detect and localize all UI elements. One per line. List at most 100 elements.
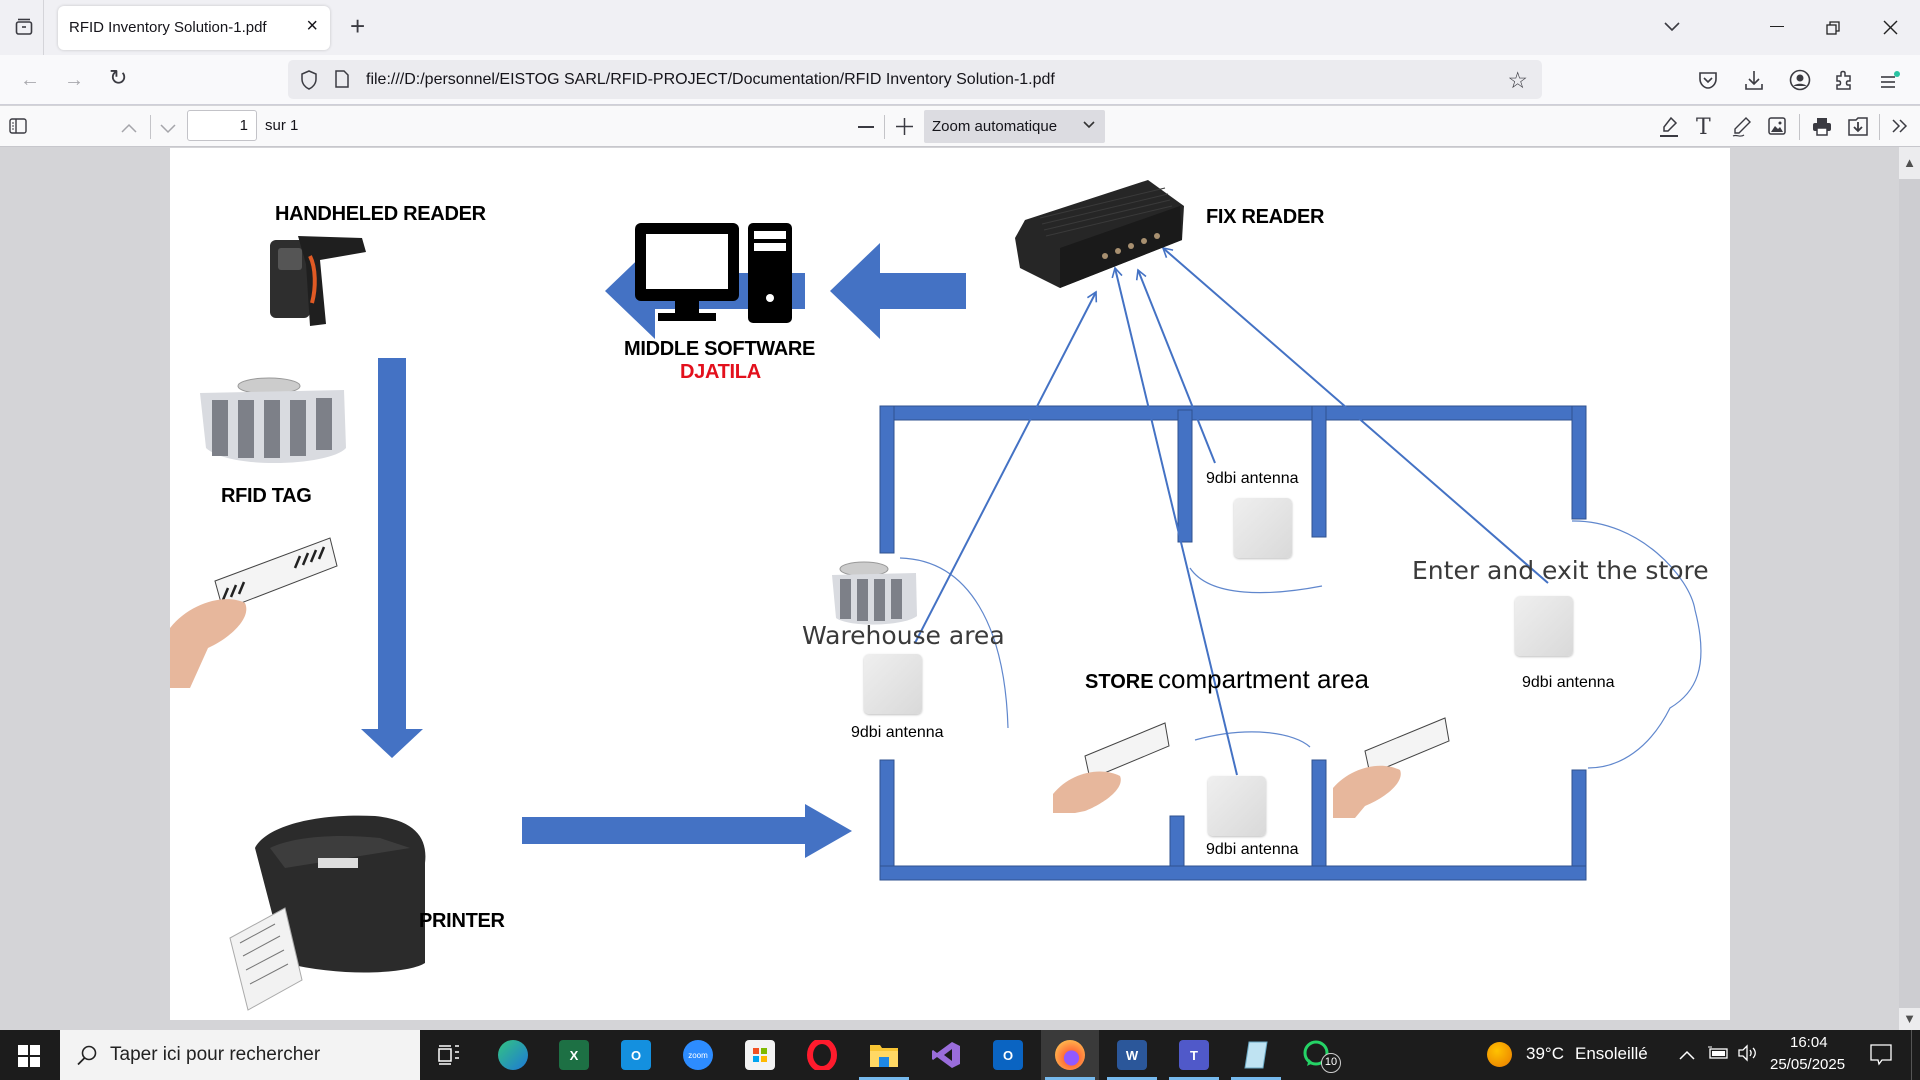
rfid-inlay-hand-image	[170, 537, 338, 688]
minimize-icon[interactable]	[1770, 26, 1784, 27]
page-number-input[interactable]: 1	[187, 110, 257, 141]
taskbar-whatsapp[interactable]: 10	[1289, 1030, 1347, 1080]
tools-menu-icon[interactable]	[1891, 118, 1909, 139]
close-window-icon[interactable]	[1883, 19, 1898, 39]
weather-sun-icon[interactable]	[1487, 1042, 1512, 1067]
extensions-icon[interactable]	[1834, 69, 1854, 96]
warehouse-rfid-roll-image	[832, 561, 917, 625]
taskbar-word[interactable]: W	[1103, 1030, 1161, 1080]
taskbar-opera[interactable]	[793, 1030, 851, 1080]
wall-bottom	[879, 865, 1587, 881]
taskbar-visual-studio[interactable]	[917, 1030, 975, 1080]
new-tab-button[interactable]: +	[350, 11, 366, 41]
vertical-scrollbar[interactable]: ▲ ▼	[1899, 147, 1920, 1030]
outlook-new-icon: O	[621, 1040, 651, 1070]
notifications-icon[interactable]	[1870, 1044, 1892, 1071]
forward-icon[interactable]: →	[64, 69, 84, 91]
label-printer: PRINTER	[419, 910, 505, 932]
windows-start-icon[interactable]	[18, 1045, 40, 1072]
text-tool-icon[interactable]: T	[1696, 115, 1711, 140]
taskbar-outlook[interactable]: O	[979, 1030, 1037, 1080]
print-icon[interactable]	[1812, 117, 1832, 141]
taskbar-search[interactable]: Taper ici pour rechercher	[60, 1030, 420, 1080]
next-page-icon[interactable]	[160, 121, 176, 139]
restore-icon[interactable]	[1826, 19, 1840, 39]
rfid-tag-roll-image	[200, 377, 346, 464]
label-fix-reader: FIX READER	[1206, 206, 1325, 228]
draw-icon[interactable]	[1732, 116, 1752, 143]
show-hidden-icons[interactable]	[1679, 1047, 1695, 1065]
weather-condition[interactable]: Ensoleillé	[1575, 1044, 1648, 1063]
excel-icon: X	[559, 1040, 589, 1070]
tab-active[interactable]: RFID Inventory Solution-1.pdf ×	[58, 6, 330, 50]
task-view-icon	[438, 1045, 459, 1065]
wall-right-upper	[1571, 405, 1587, 520]
pdf-toolbar: 1 sur 1 Zoom automatique T	[0, 106, 1920, 147]
show-desktop-button[interactable]	[1911, 1030, 1920, 1080]
label-store-suffix: compartment area	[1158, 664, 1369, 694]
taskbar-teams[interactable]: T	[1165, 1030, 1223, 1080]
zoom-select-value: Zoom automatique	[932, 118, 1058, 135]
coverage-arcs	[899, 520, 1702, 769]
label-store-prefix: STORE	[1085, 671, 1154, 693]
taskbar-edge[interactable]	[484, 1030, 542, 1080]
url-text[interactable]: file:///D:/personnel/EISTOG SARL/RFID-PR…	[366, 71, 1055, 88]
taskbar-file-explorer[interactable]	[855, 1030, 913, 1080]
zoom-icon: zoom	[683, 1040, 713, 1070]
sidebar-toggle-icon[interactable]	[9, 118, 27, 139]
taskbar-excel[interactable]: X	[545, 1030, 603, 1080]
taskbar-task-view[interactable]	[420, 1030, 478, 1080]
printer-image	[229, 815, 426, 1011]
taskbar-notepad[interactable]	[1227, 1030, 1285, 1080]
bookmark-star-icon[interactable]: ☆	[1507, 67, 1528, 93]
back-icon[interactable]: ←	[20, 69, 40, 91]
running-indicator	[1107, 1077, 1157, 1080]
save-icon[interactable]	[1848, 116, 1868, 141]
tab-overview-icon[interactable]	[14, 17, 34, 41]
weather-temperature[interactable]: 39°C	[1526, 1044, 1564, 1063]
zoom-in-icon[interactable]	[896, 118, 913, 140]
close-tab-icon[interactable]: ×	[306, 15, 318, 37]
clock-date[interactable]: 25/05/2025	[1770, 1056, 1846, 1073]
taskbar-store[interactable]	[731, 1030, 789, 1080]
shield-icon[interactable]	[300, 70, 318, 95]
zoom-out-icon[interactable]	[858, 126, 874, 128]
volume-icon[interactable]	[1737, 1044, 1759, 1067]
label-software-name: DJATILA	[680, 361, 761, 383]
search-icon	[76, 1044, 98, 1071]
list-all-tabs-icon[interactable]	[1663, 17, 1681, 37]
arrow-printer-to-store	[522, 804, 852, 858]
chevron-down-icon	[1083, 116, 1095, 132]
navigation-bar: ← → ↻ file:///D:/personnel/EISTOG SARL/R…	[0, 55, 1920, 105]
taskbar-zoom[interactable]: zoom	[669, 1030, 727, 1080]
address-bar[interactable]: file:///D:/personnel/EISTOG SARL/RFID-PR…	[288, 60, 1542, 99]
highlight-icon[interactable]	[1659, 116, 1679, 143]
app-menu-icon[interactable]	[1879, 71, 1901, 94]
zoom-select[interactable]: Zoom automatique	[924, 110, 1105, 143]
taskbar-outlook-new[interactable]: O	[607, 1030, 665, 1080]
signal-lines	[914, 246, 1549, 776]
tab-bar: RFID Inventory Solution-1.pdf × +	[0, 0, 1920, 55]
search-placeholder: Taper ici pour rechercher	[110, 1044, 321, 1065]
scroll-up-icon[interactable]: ▲	[1899, 147, 1920, 179]
previous-page-icon[interactable]	[121, 120, 137, 138]
whatsapp-badge: 10	[1321, 1053, 1341, 1073]
arrow-down-to-printer	[361, 358, 423, 758]
separator	[1879, 114, 1880, 140]
label-rfid-tag: RFID TAG	[221, 485, 312, 507]
battery-icon[interactable]	[1707, 1046, 1729, 1065]
taskbar: Taper ici pour rechercher X O zoom O W T…	[0, 1030, 1920, 1080]
account-icon[interactable]	[1789, 69, 1811, 96]
clock-time[interactable]: 16:04	[1790, 1034, 1828, 1051]
opera-icon	[807, 1040, 837, 1070]
reload-icon[interactable]: ↻	[109, 65, 128, 90]
computer-icon	[635, 223, 792, 323]
taskbar-firefox[interactable]	[1041, 1030, 1099, 1080]
image-tool-icon[interactable]	[1768, 117, 1786, 140]
scroll-down-icon[interactable]: ▼	[1899, 1008, 1920, 1030]
downloads-icon[interactable]	[1744, 69, 1764, 96]
signal-line-store	[1111, 266, 1238, 776]
running-indicator	[1169, 1077, 1219, 1080]
label-middle-software: MIDDLE SOFTWARE	[624, 338, 816, 360]
pocket-icon[interactable]	[1698, 70, 1718, 95]
